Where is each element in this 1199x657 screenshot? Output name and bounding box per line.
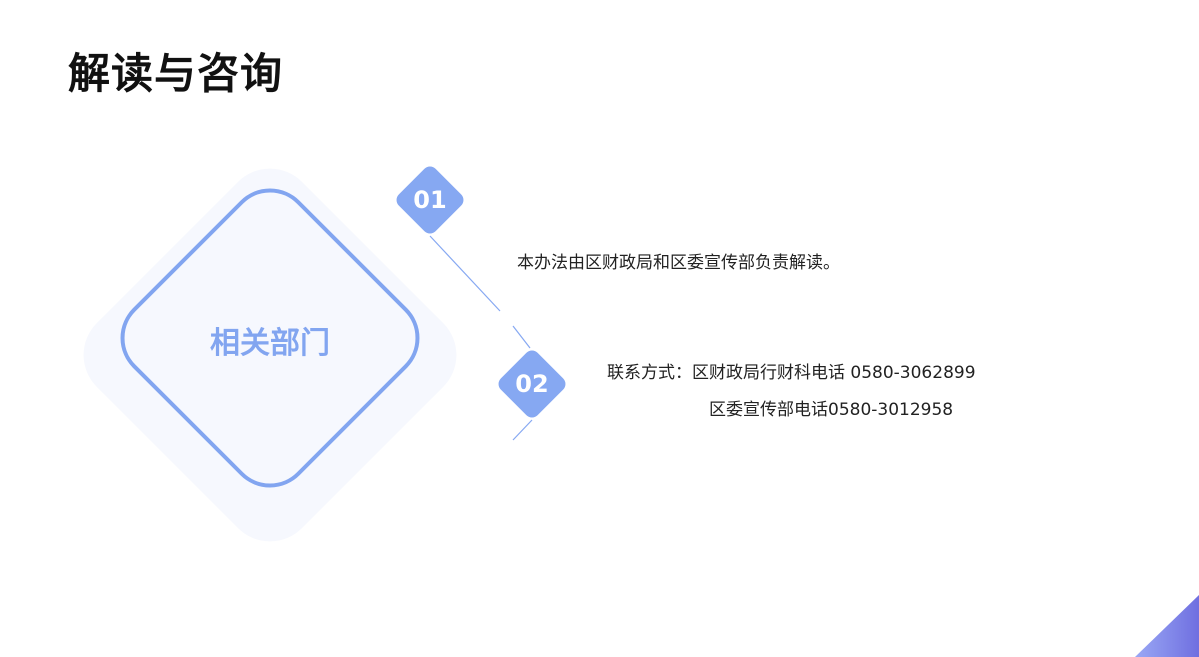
inner-diamond: [120, 188, 420, 488]
center-label: 相关部门: [210, 326, 330, 361]
outer-diamond: [83, 168, 457, 542]
badge-01-number: 01: [413, 186, 447, 214]
badge-01-shape: [396, 166, 464, 234]
item-01-text: 本办法由区财政局和区委宣传部负责解读。: [517, 253, 840, 273]
badge-02-number: 02: [515, 370, 549, 398]
corner-triangle: [1135, 595, 1199, 657]
item-02-line2: 区委宣传部电话0580-3012958: [709, 400, 954, 420]
badge-02-shape: [498, 350, 566, 418]
page-title: 解读与咨询: [68, 49, 284, 98]
item-02-line1: 联系方式：区财政局行财科电话 0580-3062899: [607, 363, 976, 383]
